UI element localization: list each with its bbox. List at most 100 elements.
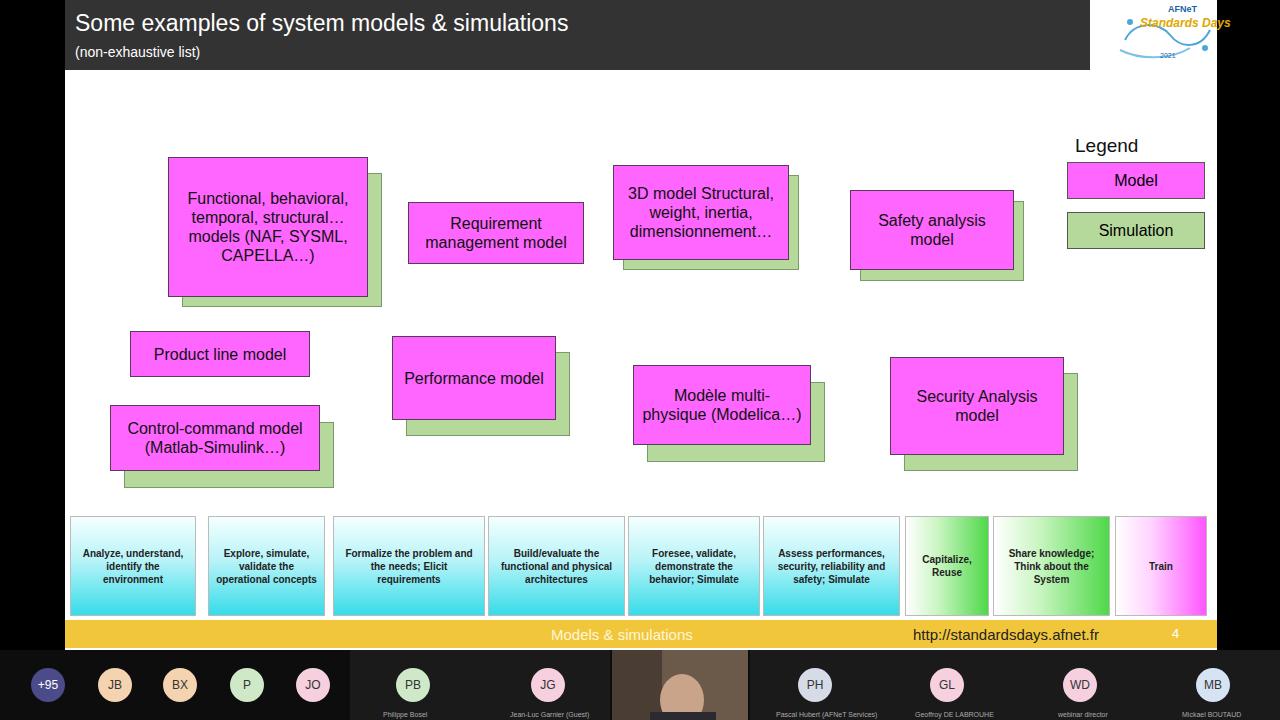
node-text-group: MB: [1204, 678, 1222, 692]
initials: WD: [1070, 678, 1090, 692]
initials: JB: [108, 678, 122, 692]
text-label: Philippe Bosel: [383, 711, 427, 718]
node-text-group: GL: [939, 678, 955, 692]
participant-avatar: GL: [930, 668, 964, 702]
node-label: 3D model Structural, weight, inertia, di…: [622, 184, 780, 241]
logo-dot: [1202, 45, 1208, 51]
node-label: Formalize the problem and the needs; Eli…: [340, 547, 478, 586]
activity-band: Capitalize, Reuse: [905, 516, 989, 616]
node-text-group: JB: [108, 678, 122, 692]
text-label: Legend: [1075, 135, 1138, 157]
participant-avatar: PB: [396, 668, 430, 702]
node-text-group: Formalize the problem and the needs; Eli…: [340, 547, 478, 586]
node-text-group: PB: [405, 678, 421, 692]
node-label: Requirement management model: [417, 214, 575, 252]
node-text-group: Build/evaluate the functional and physic…: [495, 547, 618, 586]
slide-area: [65, 0, 1217, 650]
node-text-group: Analyze, understand, identify the enviro…: [77, 547, 189, 586]
node-text-group: +95: [38, 678, 58, 692]
activity-band: Train: [1115, 516, 1207, 616]
node-text-group: Functional, behavioral, temporal, struct…: [177, 189, 359, 265]
node-label: Safety analysis model: [859, 211, 1005, 249]
node-text-group: Foresee, validate, demonstrate the behav…: [635, 547, 753, 586]
legend-swatch: Simulation: [1067, 212, 1205, 249]
node-label: Security Analysis model: [899, 387, 1055, 425]
participant-tile: [350, 650, 610, 720]
text-label: 4: [1172, 626, 1179, 641]
node-text-group: Explore, simulate, validate the operatio…: [215, 547, 318, 586]
legend-text: Model: [1114, 172, 1158, 190]
initials: JO: [305, 678, 320, 692]
model-box: 3D model Structural, weight, inertia, di…: [613, 165, 789, 260]
node-text-group: Assess performances, security, reliabili…: [770, 547, 893, 586]
legend-text: Simulation: [1099, 222, 1174, 240]
node-text-group: Share knowledge; Think about the System: [1000, 547, 1103, 586]
node-label: Functional, behavioral, temporal, struct…: [177, 189, 359, 265]
text-label: Geoffroy DE LABROUHE: [915, 711, 994, 718]
initials: PB: [405, 678, 421, 692]
activity-band: Analyze, understand, identify the enviro…: [70, 516, 196, 616]
activity-band: Assess performances, security, reliabili…: [763, 516, 900, 616]
participant-avatar: BX: [163, 668, 197, 702]
text-label: Pascal Hubert (AFNeT Services): [776, 711, 877, 718]
model-box: Functional, behavioral, temporal, struct…: [168, 157, 368, 297]
activity-band: Build/evaluate the functional and physic…: [488, 516, 625, 616]
video-shirt: [650, 712, 716, 720]
node-text-group: Modèle multi-physique (Modelica…): [642, 386, 802, 424]
participant-avatar: JB: [98, 668, 132, 702]
node-text-group: PH: [807, 678, 824, 692]
participant-avatar: PH: [798, 668, 832, 702]
node-label: Assess performances, security, reliabili…: [770, 547, 893, 586]
node-text-group: Security Analysis model: [899, 387, 1055, 425]
node-label: Performance model: [404, 369, 544, 388]
node-text-group: Train: [1149, 560, 1173, 573]
activity-band: Foresee, validate, demonstrate the behav…: [628, 516, 760, 616]
participant-avatar: JO: [296, 668, 330, 702]
model-box: Performance model: [392, 336, 556, 420]
activity-band: Formalize the problem and the needs; Eli…: [333, 516, 485, 616]
footer-band: [65, 620, 1217, 648]
initials: MB: [1204, 678, 1222, 692]
node-label: Analyze, understand, identify the enviro…: [77, 547, 189, 586]
node-text-group: JG: [540, 678, 555, 692]
logo-swirl: [1120, 48, 1190, 57]
node-text-group: Requirement management model: [417, 214, 575, 252]
text-label: webinar director: [1058, 711, 1108, 718]
text-label: Standards Days: [1140, 16, 1231, 30]
node-label: Control-command model (Matlab-Simulink…): [119, 419, 311, 457]
node-text-group: P: [243, 678, 251, 692]
participant-avatar: +95: [31, 668, 65, 702]
initials: +95: [38, 678, 58, 692]
initials: BX: [172, 678, 188, 692]
video-shelf: [612, 650, 662, 720]
text-label: http://standardsdays.afnet.fr: [913, 626, 1099, 643]
node-text-group: Control-command model (Matlab-Simulink…): [119, 419, 311, 457]
node-text-group: BX: [172, 678, 188, 692]
node-label: Foresee, validate, demonstrate the behav…: [635, 547, 753, 586]
model-box: Security Analysis model: [890, 357, 1064, 455]
node-text-group: Product line model: [154, 345, 287, 364]
model-box: Modèle multi-physique (Modelica…): [633, 365, 811, 445]
logo-dot: [1127, 19, 1133, 25]
participants-bar: [0, 650, 1280, 720]
activity-band: Share knowledge; Think about the System: [993, 516, 1110, 616]
participant-avatar: P: [230, 668, 264, 702]
model-box: Control-command model (Matlab-Simulink…): [110, 405, 320, 471]
model-box: Requirement management model: [408, 202, 584, 264]
node-text-group: Performance model: [404, 369, 544, 388]
participant-tile: [750, 650, 1280, 720]
initials: P: [243, 678, 251, 692]
model-box: Safety analysis model: [850, 190, 1014, 270]
node-label: Product line model: [154, 345, 287, 364]
initials: PH: [807, 678, 824, 692]
node-text-group: Safety analysis model: [859, 211, 1005, 249]
participant-avatar: JG: [531, 668, 565, 702]
participant-avatar: WD: [1063, 668, 1097, 702]
node-label: Modèle multi-physique (Modelica…): [642, 386, 802, 424]
node-text-group: 3D model Structural, weight, inertia, di…: [622, 184, 780, 241]
text-label: Models & simulations: [551, 626, 693, 643]
node-text-group: Capitalize, Reuse: [912, 553, 982, 579]
model-box: Product line model: [130, 331, 310, 377]
text-label: AFNeT: [1168, 4, 1197, 14]
